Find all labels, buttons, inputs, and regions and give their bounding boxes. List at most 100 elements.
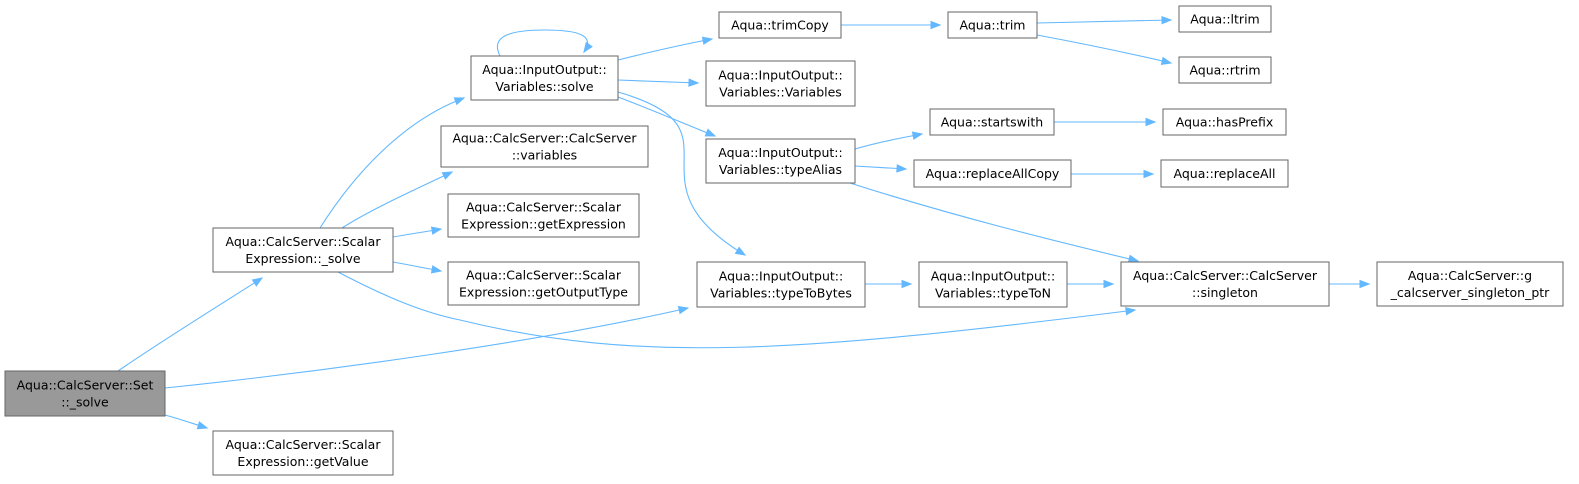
- arrow-head-icon: [896, 164, 908, 173]
- node-box: [447, 261, 640, 306]
- node-label: Aqua::replaceAll: [1174, 166, 1276, 181]
- node-hasprefix[interactable]: Aqua::hasPrefix: [1162, 108, 1287, 136]
- node-box: [447, 193, 640, 238]
- arrow-head-icon: [453, 97, 466, 106]
- edge-singleton-to-singleton_ptr: [1329, 279, 1371, 289]
- node-singleton[interactable]: Aqua::CalcServer::CalcServer::singleton: [1120, 261, 1330, 307]
- edge-scalar_solve-to-calc_variables: [341, 171, 454, 229]
- node-label: Variables::typeToN: [935, 286, 1051, 301]
- node-getoutputtype[interactable]: Aqua::CalcServer::ScalarExpression::getO…: [447, 261, 640, 306]
- edge-scalar_solve-to-singleton: [337, 271, 1137, 349]
- node-rtrim[interactable]: Aqua::rtrim: [1178, 56, 1272, 84]
- arrow-head-icon: [704, 128, 717, 137]
- node-label: Aqua::CalcServer::Scalar: [466, 200, 622, 215]
- node-label: Aqua::CalcServer::Scalar: [226, 437, 382, 452]
- edge-typealias-to-startswith: [854, 131, 924, 150]
- edge-trim-to-ltrim: [1036, 15, 1173, 25]
- node-label: Expression::getExpression: [461, 217, 626, 232]
- edge-line: [337, 271, 1136, 349]
- edge-trimcopy-to-trim: [841, 20, 942, 30]
- edge-set_solve-to-typetobytes: [164, 306, 690, 389]
- edge-typealias-to-replaceallcopy: [854, 164, 908, 173]
- node-label: Aqua::ltrim: [1190, 12, 1259, 27]
- arrow-head-icon: [1143, 169, 1155, 179]
- node-label: Variables::typeToBytes: [710, 286, 852, 301]
- node-vars-solve[interactable]: Aqua::InputOutput::Variables::solve: [470, 55, 619, 101]
- node-box: [4, 370, 166, 417]
- arrow-head-icon: [196, 421, 209, 430]
- edge-vars_solve-to-vars_solve: [497, 29, 593, 57]
- node-box: [929, 108, 1055, 136]
- node-label: Aqua::hasPrefix: [1176, 115, 1274, 130]
- edge-line: [617, 38, 713, 61]
- arrow-head-icon: [1145, 117, 1157, 127]
- node-ltrim[interactable]: Aqua::ltrim: [1178, 5, 1272, 33]
- node-trim[interactable]: Aqua::trim: [947, 11, 1038, 39]
- node-box: [1178, 5, 1272, 33]
- node-box: [947, 11, 1038, 39]
- edge-vars_solve-to-typealias: [617, 96, 717, 137]
- edge-line: [849, 182, 1139, 262]
- edge-line: [854, 133, 923, 150]
- node-typetobytes[interactable]: Aqua::InputOutput::Variables::typeToByte…: [696, 261, 866, 308]
- node-box: [212, 227, 394, 273]
- edge-scalar_solve-to-getexpression: [392, 226, 443, 238]
- node-label: Aqua::CalcServer::Scalar: [466, 268, 622, 283]
- node-singleton-ptr[interactable]: Aqua::CalcServer::g_calcserver_singleton…: [1376, 261, 1564, 307]
- node-startswith[interactable]: Aqua::startswith: [929, 108, 1055, 136]
- arrow-head-icon: [701, 36, 714, 45]
- edge-line: [1036, 34, 1172, 64]
- node-vars-ctor[interactable]: Aqua::InputOutput::Variables::Variables: [705, 60, 856, 107]
- node-label: Aqua::InputOutput::: [482, 62, 606, 77]
- node-box: [1120, 261, 1330, 307]
- node-set-solve[interactable]: Aqua::CalcServer::Set::_solve: [4, 370, 166, 417]
- arrow-head-icon: [430, 226, 443, 235]
- edge-line: [117, 277, 263, 372]
- node-box: [212, 430, 394, 476]
- edge-set_solve-to-scalar_solve: [117, 277, 264, 372]
- edge-line: [617, 96, 716, 137]
- node-label: Aqua::InputOutput::: [718, 145, 842, 160]
- node-box: [440, 125, 649, 168]
- arrow-head-icon: [1161, 15, 1173, 25]
- arrow-head-icon: [251, 277, 264, 287]
- edge-line: [1036, 19, 1172, 24]
- node-getexpression[interactable]: Aqua::CalcServer::ScalarExpression::getE…: [447, 193, 640, 238]
- node-label: Aqua::CalcServer::CalcServer: [1133, 268, 1318, 283]
- arrow-head-icon: [1359, 279, 1371, 289]
- arrow-head-icon: [688, 78, 700, 87]
- arrow-head-icon: [911, 131, 924, 140]
- node-label: Aqua::replaceAllCopy: [926, 166, 1060, 181]
- arrow-head-icon: [1125, 306, 1137, 316]
- edge-scalar_solve-to-getoutputtype: [392, 261, 443, 274]
- node-label: ::variables: [512, 148, 577, 163]
- arrow-head-icon: [430, 265, 443, 274]
- node-label: Variables::Variables: [719, 85, 842, 100]
- node-label: Aqua::InputOutput::: [719, 269, 843, 284]
- node-box: [1162, 108, 1287, 136]
- node-trimcopy[interactable]: Aqua::trimCopy: [718, 11, 842, 39]
- edge-line: [617, 79, 699, 84]
- node-box: [470, 55, 619, 101]
- node-box: [705, 60, 856, 107]
- node-scalar-solve[interactable]: Aqua::CalcServer::ScalarExpression::_sol…: [212, 227, 394, 273]
- node-typeton[interactable]: Aqua::InputOutput::Variables::typeToN: [918, 261, 1068, 308]
- arrow-head-icon: [734, 246, 747, 256]
- node-label: Aqua::CalcServer::g: [1408, 268, 1532, 283]
- edge-replaceallcopy-to-replaceall: [1071, 169, 1155, 179]
- node-label: Aqua::startswith: [941, 115, 1043, 130]
- node-box: [918, 261, 1068, 308]
- node-box: [1376, 261, 1564, 307]
- node-label: ::_solve: [61, 395, 109, 410]
- edge-typealias-to-singleton: [849, 182, 1140, 263]
- node-label: Aqua::trimCopy: [731, 18, 829, 33]
- edge-line: [617, 91, 746, 256]
- node-replaceallcopy[interactable]: Aqua::replaceAllCopy: [913, 159, 1072, 188]
- node-calc-variables[interactable]: Aqua::CalcServer::CalcServer::variables: [440, 125, 649, 168]
- node-getvalue[interactable]: Aqua::CalcServer::ScalarExpression::getV…: [212, 430, 394, 476]
- node-replaceall[interactable]: Aqua::replaceAll: [1160, 159, 1289, 188]
- arrow-head-icon: [930, 20, 942, 30]
- call-edges: [117, 15, 1371, 430]
- node-typealias[interactable]: Aqua::InputOutput::Variables::typeAlias: [705, 138, 856, 184]
